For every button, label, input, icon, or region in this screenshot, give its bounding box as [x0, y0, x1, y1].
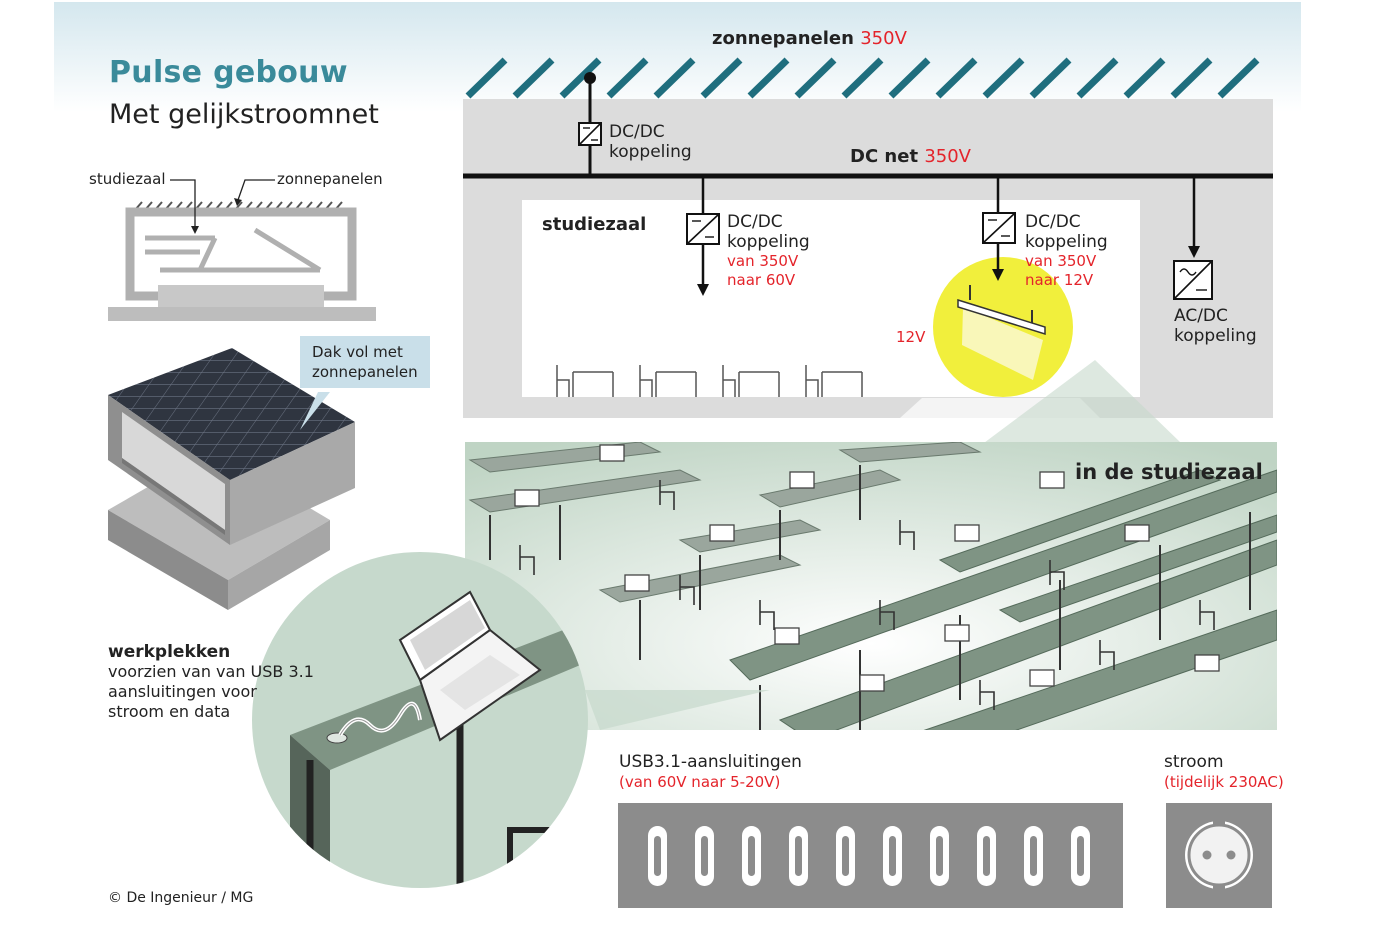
- page-title: Pulse gebouw: [109, 55, 348, 90]
- left-converter-line3: van 350V: [727, 252, 799, 270]
- solar-label-text: zonnepanelen: [712, 28, 854, 49]
- dc-net-label: DC net 350V: [850, 146, 971, 167]
- classroom-scene: [465, 442, 1277, 730]
- usb-port-slot: [795, 836, 802, 876]
- usb-port-slot: [936, 836, 943, 876]
- roof-callout-line1: Dak vol met: [312, 343, 403, 361]
- right-converter-line2: koppeling: [1025, 232, 1108, 252]
- sky-band: [54, 2, 1301, 112]
- right-converter-line3: van 350V: [1025, 252, 1097, 270]
- usb-port-slot: [701, 836, 708, 876]
- lamp-voltage: 12V: [896, 328, 926, 346]
- zoom-link-wedge: [585, 690, 770, 730]
- mini-building-diagram: [108, 179, 376, 321]
- credit: © De Ingenieur / MG: [108, 890, 254, 906]
- right-converter-line1: DC/DC: [1025, 212, 1081, 232]
- left-converter-icon: [686, 213, 720, 245]
- usb-strip: [618, 803, 1123, 908]
- usb-port-slot: [1077, 836, 1084, 876]
- power-socket-icon: [1185, 820, 1253, 890]
- dc-net-voltage: 350V: [924, 146, 971, 167]
- werkplekken-line2: aansluitingen voor: [108, 682, 257, 701]
- usb-block: USB3.1-aansluitingen (van 60V naar 5-20V…: [619, 752, 802, 792]
- usb-slots: [648, 826, 1090, 886]
- ac-converter-line2: koppeling: [1174, 326, 1257, 346]
- roof-converter-line1: DC/DC: [609, 122, 665, 142]
- solar-voltage: 350V: [860, 28, 907, 49]
- roof-callout: Dak vol met zonnepanelen: [300, 336, 430, 388]
- mini-label-studiezaal: studiezaal: [89, 170, 166, 188]
- usb-port-slot: [842, 836, 849, 876]
- right-converter-icon: [982, 212, 1016, 244]
- led-lamp-icon: [957, 285, 1046, 336]
- werkplekken-block: werkplekken voorzien van van USB 3.1 aan…: [108, 642, 314, 722]
- usb-subtitle: (van 60V naar 5-20V): [619, 773, 781, 791]
- werkplekken-line1: voorzien van van USB 3.1: [108, 662, 314, 681]
- studiezaal-label: studiezaal: [542, 214, 647, 235]
- classroom-label: in de studiezaal: [1075, 460, 1263, 484]
- usb-port-slot: [983, 836, 990, 876]
- left-converter-line4: naar 60V: [727, 271, 796, 289]
- ac-converter-icon: [1173, 260, 1213, 300]
- werkplekken-line3: stroom en data: [108, 702, 231, 721]
- roof-converter-label: DC/DC koppeling: [609, 122, 692, 162]
- right-converter-label: DC/DC koppeling van 350V naar 12V: [1025, 212, 1108, 290]
- usb-port-slot: [654, 836, 661, 876]
- usb-title: USB3.1-aansluitingen: [619, 752, 802, 772]
- lamp-beam: [962, 307, 1043, 380]
- page-subtitle: Met gelijkstroomnet: [109, 99, 379, 130]
- ac-converter-line1: AC/DC: [1174, 306, 1228, 326]
- solar-panels-hatch: [465, 57, 1260, 99]
- section-chairs: [556, 365, 863, 397]
- roof-callout-line2: zonnepanelen: [312, 363, 418, 381]
- right-converter-line4: naar 12V: [1025, 271, 1094, 289]
- mini-label-zonnepanelen: zonnepanelen: [277, 170, 383, 188]
- callout-tail: [300, 392, 330, 430]
- left-converter-line1: DC/DC: [727, 212, 783, 232]
- stroom-title: stroom: [1164, 752, 1224, 772]
- solar-label: zonnepanelen 350V: [712, 28, 907, 49]
- usb-port-slot: [889, 836, 896, 876]
- usb-port-slot: [1030, 836, 1037, 876]
- left-converter-label: DC/DC koppeling van 350V naar 60V: [727, 212, 810, 290]
- usb-port-slot: [748, 836, 755, 876]
- roof-converter-line2: koppeling: [609, 142, 692, 162]
- dc-net-text: DC net: [850, 146, 919, 167]
- isometric-building: [108, 348, 355, 610]
- stroom-subtitle: (tijdelijk 230AC): [1164, 773, 1284, 791]
- ac-converter-label: AC/DC koppeling: [1174, 306, 1257, 346]
- stroom-block: stroom (tijdelijk 230AC): [1164, 752, 1284, 792]
- roof-converter-icon: [578, 122, 602, 146]
- werkplekken-heading: werkplekken: [108, 642, 231, 662]
- left-converter-line2: koppeling: [727, 232, 810, 252]
